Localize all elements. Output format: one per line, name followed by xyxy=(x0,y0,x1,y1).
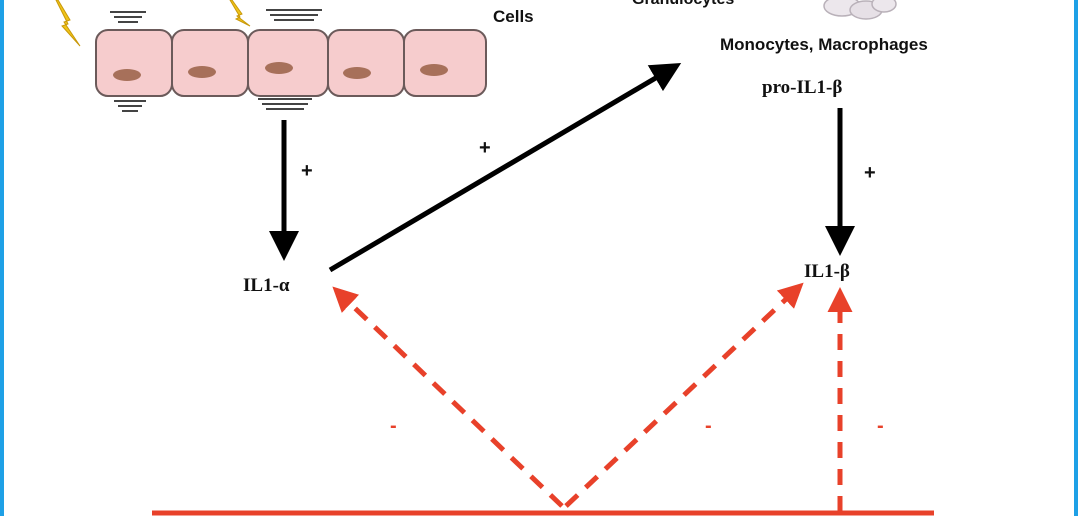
granulocytes-label: Granulocytes xyxy=(632,0,734,9)
minus-sign-left: - xyxy=(390,415,397,437)
lightning-bolt-icon xyxy=(229,0,251,27)
plus-sign-diagonal: + xyxy=(479,137,491,159)
lightning-bolt-icon xyxy=(55,0,81,47)
monocytes-macrophages-label: Monocytes, Macrophages xyxy=(720,35,928,54)
pro-il1b-label: pro-IL1-β xyxy=(762,77,843,98)
cell-strip-icon xyxy=(95,29,487,97)
inhibition-arrow-to-il1a xyxy=(332,286,564,508)
receptor-lines-bottom-right xyxy=(258,98,312,110)
receptor-lines-top-left xyxy=(110,11,146,23)
plus-sign-cells: + xyxy=(301,160,313,182)
receptor-lines-bottom-left xyxy=(114,100,146,112)
il1b-label: IL1-β xyxy=(804,261,850,282)
plus-sign-pro: + xyxy=(864,162,876,184)
inhibition-arrow-to-il1b-diagonal xyxy=(564,282,804,508)
il1a-label: IL1-α xyxy=(243,275,290,296)
receptor-lines-top-right xyxy=(266,9,322,21)
minus-sign-middle: - xyxy=(705,415,712,437)
arrow-il1a-to-monocytes xyxy=(328,62,682,273)
cells-label: Cells xyxy=(493,7,534,26)
minus-sign-right: - xyxy=(877,415,884,437)
macrophage-cluster-icon xyxy=(823,0,897,20)
